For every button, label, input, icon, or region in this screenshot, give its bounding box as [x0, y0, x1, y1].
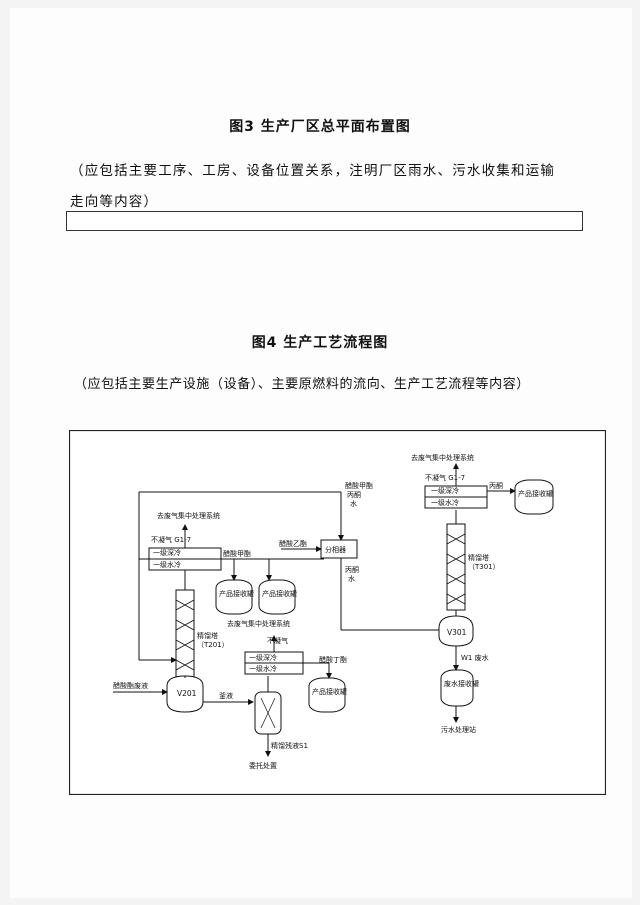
label-waste-gas-left: 去废气集中处理系统 [157, 511, 220, 520]
label-column-t201-id: （T201） [197, 641, 229, 649]
label-wastewater-tank: 废水接收罐 [444, 679, 479, 688]
label-v301: V301 [447, 628, 467, 637]
label-mix-line-1: 醋酸甲酯 [345, 481, 373, 490]
label-mix-line-2: 丙酮 [347, 491, 361, 499]
label-w1: W1 废水 [461, 653, 489, 662]
label-column-t301: 精馏塔 [468, 553, 489, 562]
label-ethyl-acetate: 醋酸乙酯 [279, 539, 307, 548]
label-feed: 醋酸酯废液 [113, 681, 148, 690]
label-column-t201: 精馏塔 [197, 631, 218, 640]
figure-3-note-line-2: 走向等内容） [70, 194, 159, 210]
vessel-v301 [438, 615, 474, 647]
label-receiver-2: 产品接收罐 [262, 589, 297, 598]
label-receiver-1: 产品接收罐 [219, 589, 254, 598]
label-methyl-acetate: 醋酸甲酯 [223, 549, 251, 558]
receiver-tank-3 [308, 677, 346, 713]
figure-3-note-line-1: （应包括主要工序、工房、设备位置关系，注明厂区雨水、污水收集和运输 [70, 163, 556, 179]
label-butyl-acetate: 醋酸丁酯 [319, 655, 347, 664]
label-secondary-cooling-right: 一级水冷 [431, 498, 459, 507]
label-noncondensable-middle: 不凝气 [267, 636, 288, 645]
receiver-tank-4 [514, 479, 554, 515]
label-residue: 精馏残液S1 [271, 741, 308, 750]
figure-4-title: 图4 生产工艺流程图 [251, 335, 389, 351]
figure-4-note: （应包括主要生产设施（设备）、主要原燃料的流向、生产工艺流程等内容） [74, 377, 530, 392]
figure-3-placeholder-box [66, 211, 583, 231]
label-receiver-3: 产品接收罐 [312, 687, 347, 696]
label-noncondensable-right: 不凝气 G1-7 [425, 473, 465, 482]
label-waste-gas-middle: 去废气集中处理系统 [227, 619, 290, 628]
figure-3-title: 图3 生产厂区总平面布置图 [229, 119, 411, 135]
label-secondary-cooling-middle: 一级水冷 [249, 664, 277, 673]
label-receiver-4: 产品接收罐 [518, 489, 553, 498]
receiver-tank-2 [258, 579, 296, 615]
label-column-t301-id: （T301） [468, 563, 500, 571]
label-v201: V201 [177, 689, 197, 698]
label-primary-cooling-right: 一级深冷 [431, 486, 459, 495]
column-t301 [446, 523, 466, 611]
label-primary-cooling-middle: 一级深冷 [249, 653, 277, 662]
label-waste-gas-right: 去废气集中处理系统 [411, 453, 474, 462]
label-separator: 分相器 [325, 545, 346, 554]
label-commission: 委托处置 [249, 761, 277, 770]
label-wastewater-plant: 污水处理站 [441, 725, 476, 734]
label-primary-cooling-left: 一级深冷 [153, 548, 181, 557]
label-acetone-water-1: 丙酮 [345, 566, 359, 574]
label-acetone: 丙酮 [489, 482, 503, 490]
label-mix-line-3: 水 [350, 499, 357, 508]
label-bottoms: 釜液 [219, 691, 233, 700]
process-flow-diagram: 去废气集中处理系统 不凝气 G1-7 一级深冷 一级水冷 精馏塔 （T201） … [69, 430, 606, 795]
label-noncondensable-left: 不凝气 G1-7 [151, 535, 191, 544]
label-secondary-cooling-left: 一级水冷 [153, 560, 181, 569]
label-acetone-water-2: 水 [348, 574, 355, 583]
receiver-tank-1 [215, 579, 253, 615]
wastewater-receiver-tank [440, 669, 474, 707]
